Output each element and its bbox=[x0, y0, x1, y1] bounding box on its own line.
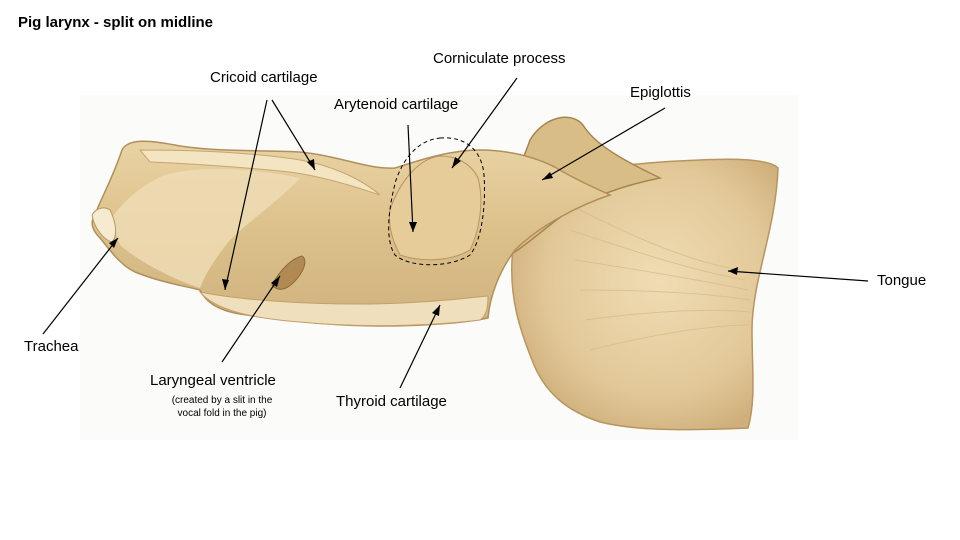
page-title: Pig larynx - split on midline bbox=[18, 14, 214, 31]
label-cricoid-cartilage: Cricoid cartilage bbox=[210, 69, 318, 86]
pointer-lines bbox=[42, 77, 869, 389]
arrowhead-cricoid-lower bbox=[222, 279, 229, 290]
label-thyroid-cartilage: Thyroid cartilage bbox=[336, 393, 447, 410]
label-ventricle-note-line2: vocal fold in the pig) bbox=[177, 408, 267, 419]
pointer-tongue bbox=[727, 270, 869, 282]
arrowhead-epiglottis bbox=[542, 172, 553, 180]
ventricle-slit bbox=[271, 255, 306, 290]
label-tongue: Tongue bbox=[877, 272, 927, 289]
trachea-lumen bbox=[110, 168, 300, 288]
arrowhead-thyroid bbox=[432, 305, 440, 316]
arrowhead-trachea bbox=[109, 238, 118, 248]
pointer-arytenoid bbox=[407, 124, 414, 233]
arrowhead-tongue bbox=[728, 267, 738, 275]
pointer-trachea bbox=[42, 237, 119, 335]
pointer-cricoid-lower bbox=[224, 99, 268, 291]
arytenoid-dashed-outline bbox=[388, 137, 485, 266]
arytenoid-region bbox=[389, 155, 482, 261]
arrowhead-cricoid-upper bbox=[307, 159, 315, 170]
label-ventricle-note-line1: (created by a slit in the bbox=[171, 395, 273, 406]
arrowhead-arytenoid bbox=[409, 222, 417, 232]
thyroid-rim bbox=[198, 291, 489, 327]
pointer-ventricle bbox=[221, 275, 281, 363]
trachea-rim bbox=[91, 207, 117, 243]
pointer-epiglottis bbox=[541, 107, 666, 181]
label-epiglottis: Epiglottis bbox=[630, 84, 691, 101]
label-laryngeal-ventricle: Laryngeal ventricle bbox=[150, 372, 276, 389]
tongue-texture bbox=[559, 199, 751, 351]
arrowhead-corniculate bbox=[452, 157, 461, 168]
pointer-cricoid-upper bbox=[271, 99, 316, 171]
pointer-thyroid bbox=[399, 304, 441, 389]
label-arytenoid-cartilage: Arytenoid cartilage bbox=[334, 96, 459, 113]
label-trachea: Trachea bbox=[24, 338, 79, 355]
label-corniculate-process: Corniculate process bbox=[433, 50, 566, 67]
arrow-heads bbox=[109, 157, 738, 316]
arrowhead-ventricle bbox=[271, 276, 280, 287]
cricoid-shelf bbox=[138, 149, 381, 196]
pointer-corniculate bbox=[451, 77, 518, 169]
tongue-region bbox=[510, 158, 779, 431]
